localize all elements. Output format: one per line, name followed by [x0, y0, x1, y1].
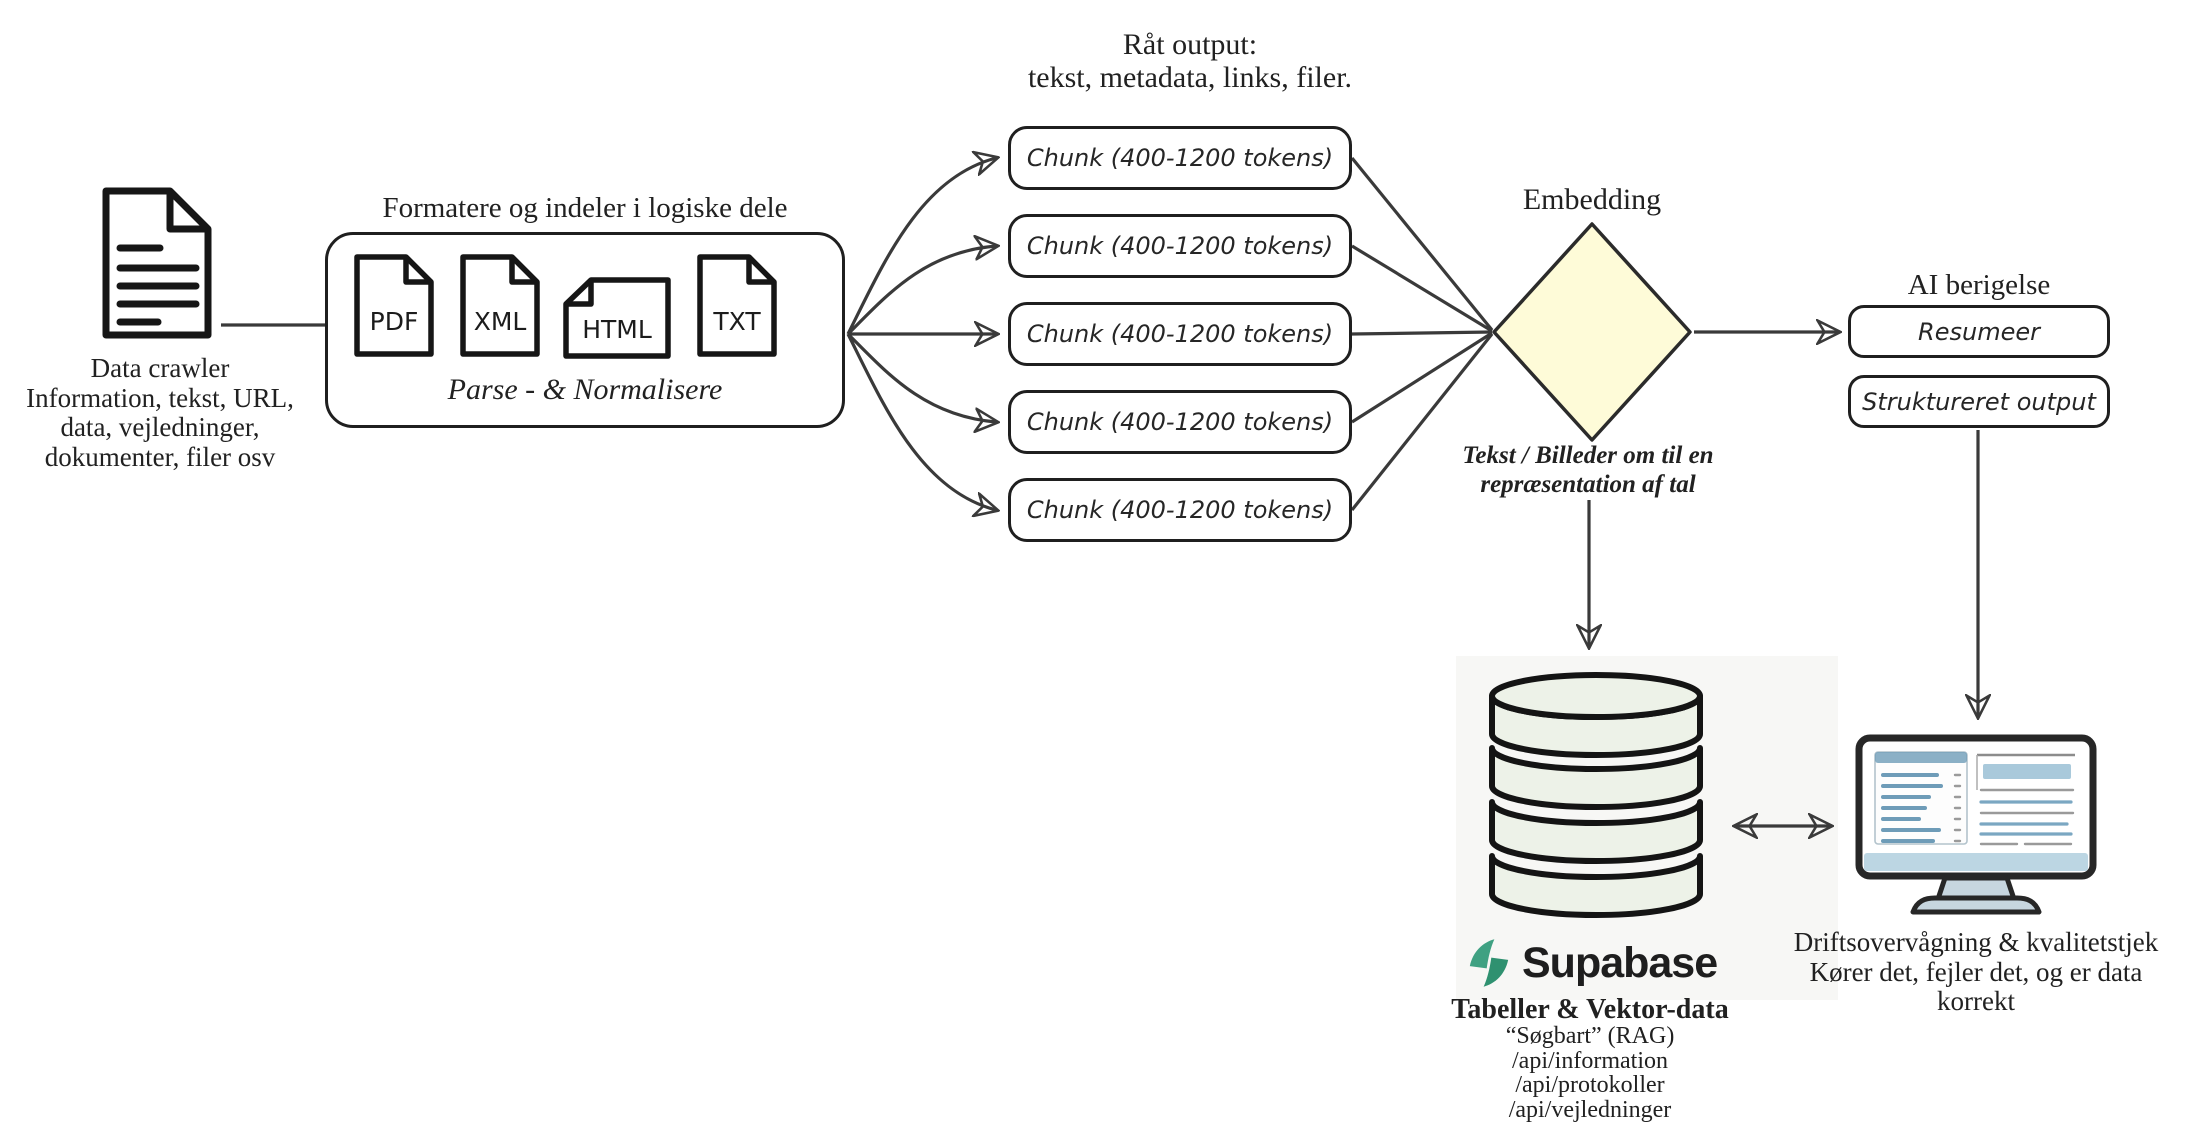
- monitoring-caption-line: Driftsovervågning & kvalitetstjek: [1793, 927, 2159, 957]
- chunk-label: Chunk (400-1200 tokens): [1026, 320, 1334, 348]
- source-caption-line: dokumenter, filer osv: [44, 441, 276, 472]
- xml-label: XML: [473, 307, 527, 336]
- supabase-wordmark: Supabase: [1522, 938, 1718, 987]
- database-caption: Tabeller & Vektor-data “Søgbart” (RAG) /…: [1440, 995, 1740, 1122]
- ai-enrichment-title: AI berigelse: [1907, 269, 2051, 301]
- xml-file-icon: XML: [458, 253, 542, 358]
- raw-output-line: Råt output:: [1122, 28, 1258, 61]
- converge-line-2: [1351, 244, 1493, 333]
- fanout-arrow-1: [846, 158, 996, 335]
- raw-output-title: Råt output: tekst, metadata, links, file…: [950, 28, 1430, 94]
- supabase-logo: Supabase: [1466, 934, 1718, 992]
- source-caption-line: Information, tekst, URL,: [26, 382, 294, 413]
- pdf-label: PDF: [369, 307, 419, 336]
- formatter-subtitle: Parse - & Normalisere: [447, 373, 723, 406]
- chunk-label: Chunk (400-1200 tokens): [1026, 232, 1334, 260]
- embedding-caption-line: repræsentation af tal: [1480, 471, 1696, 498]
- chunk-label: Chunk (400-1200 tokens): [1026, 496, 1334, 524]
- supabase-bolt-icon: [1469, 939, 1509, 987]
- html-label: HTML: [582, 315, 652, 344]
- source-caption-line: data, vejledninger,: [60, 412, 260, 442]
- chunk-box-4: Chunk (400-1200 tokens): [1008, 390, 1352, 454]
- monitoring-caption-line: Kører det, fejler det, og er data korrek…: [1809, 956, 2143, 1016]
- raw-output-line: tekst, metadata, links, filer.: [1027, 61, 1353, 94]
- embedding-caption-line: Tekst / Billeder om til en: [1462, 442, 1714, 469]
- resumeer-box: Resumeer: [1848, 305, 2110, 358]
- struktureret-output-box: Struktureret output: [1848, 375, 2110, 428]
- html-file-icon: HTML: [563, 277, 671, 359]
- embedding-caption: Tekst / Billeder om til en repræsentatio…: [1438, 441, 1738, 499]
- database-caption-line: /api/information: [1512, 1047, 1668, 1074]
- source-caption-line: Data crawler: [90, 353, 230, 383]
- resumeer-label: Resumeer: [1918, 317, 2040, 346]
- database-caption-line: “Søgbart” (RAG): [1505, 1023, 1675, 1049]
- txt-file-icon: TXT: [695, 253, 779, 358]
- chunk-label: Chunk (400-1200 tokens): [1026, 144, 1334, 172]
- monitoring-caption: Driftsovervågning & kvalitetstjek Kører …: [1780, 927, 2172, 1017]
- chunk-label: Chunk (400-1200 tokens): [1026, 408, 1334, 436]
- database-icon: [1484, 672, 1708, 929]
- chunk-box-2: Chunk (400-1200 tokens): [1008, 214, 1352, 278]
- converge-line-1: [1350, 156, 1494, 332]
- chunk-box-3: Chunk (400-1200 tokens): [1008, 302, 1352, 366]
- database-caption-title: Tabeller & Vektor-data: [1451, 994, 1729, 1025]
- fanout-arrow-4: [846, 332, 996, 422]
- database-caption-line: /api/protokoller: [1515, 1072, 1665, 1098]
- embedding-title: Embedding: [1522, 183, 1662, 216]
- embedding-diamond: [1492, 222, 1692, 442]
- converge-line-4: [1351, 331, 1493, 424]
- chunk-box-1: Chunk (400-1200 tokens): [1008, 126, 1352, 190]
- monitor-icon: [1855, 734, 2097, 921]
- txt-label: TXT: [713, 307, 761, 336]
- fanout-arrow-2: [846, 246, 996, 336]
- document-icon: [98, 186, 216, 345]
- pdf-file-icon: PDF: [352, 253, 436, 358]
- database-caption-line: /api/vejledninger: [1508, 1096, 1672, 1123]
- fanout-arrow-5: [846, 333, 996, 510]
- chunk-box-5: Chunk (400-1200 tokens): [1008, 478, 1352, 542]
- formatter-title: Formatere og indeler i logiske dele: [382, 192, 788, 224]
- struktureret-output-label: Struktureret output: [1862, 387, 2096, 416]
- source-caption: Data crawler Information, tekst, URL, da…: [5, 353, 315, 472]
- converge-line-3: [1351, 330, 1493, 336]
